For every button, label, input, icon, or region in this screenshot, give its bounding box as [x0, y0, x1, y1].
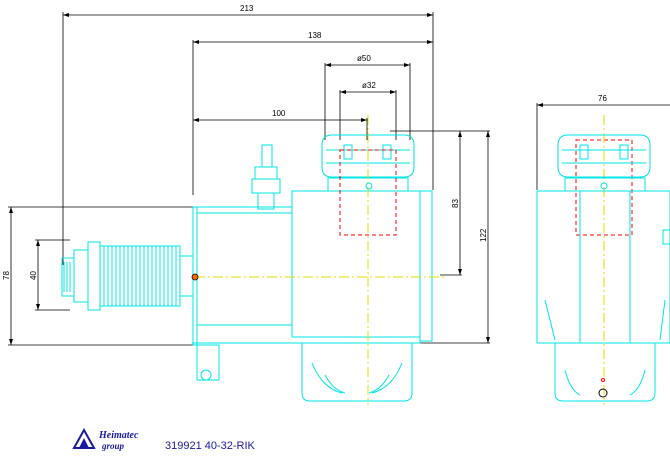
svg-text:Heimatec: Heimatec [98, 430, 139, 441]
side-view [536, 134, 670, 402]
dim-height-83: 83 [451, 199, 460, 208]
dim-height-78: 78 [2, 271, 11, 280]
center-mark [365, 182, 373, 190]
dimension-arrows [9, 13, 543, 345]
front-view [61, 134, 433, 402]
spindle-axis-marker [191, 273, 199, 281]
dim-overall-length: 213 [240, 4, 254, 13]
dim-spindle-offset: 100 [272, 109, 286, 118]
center-lines [195, 115, 605, 405]
dim-shank-40: 40 [29, 271, 38, 280]
dimension-lines [8, 12, 670, 346]
dim-collet-diameter: ø32 [362, 81, 376, 90]
dim-height-122: 122 [479, 228, 488, 242]
heimatec-logo: Heimatec group [72, 427, 139, 451]
dim-side-width: 76 [598, 94, 607, 103]
dim-body-length: 138 [308, 31, 322, 40]
part-code-label: 319921 40-32-RIK [165, 440, 255, 452]
svg-text:group: group [101, 441, 125, 451]
dim-nut-diameter: ø50 [357, 54, 371, 63]
